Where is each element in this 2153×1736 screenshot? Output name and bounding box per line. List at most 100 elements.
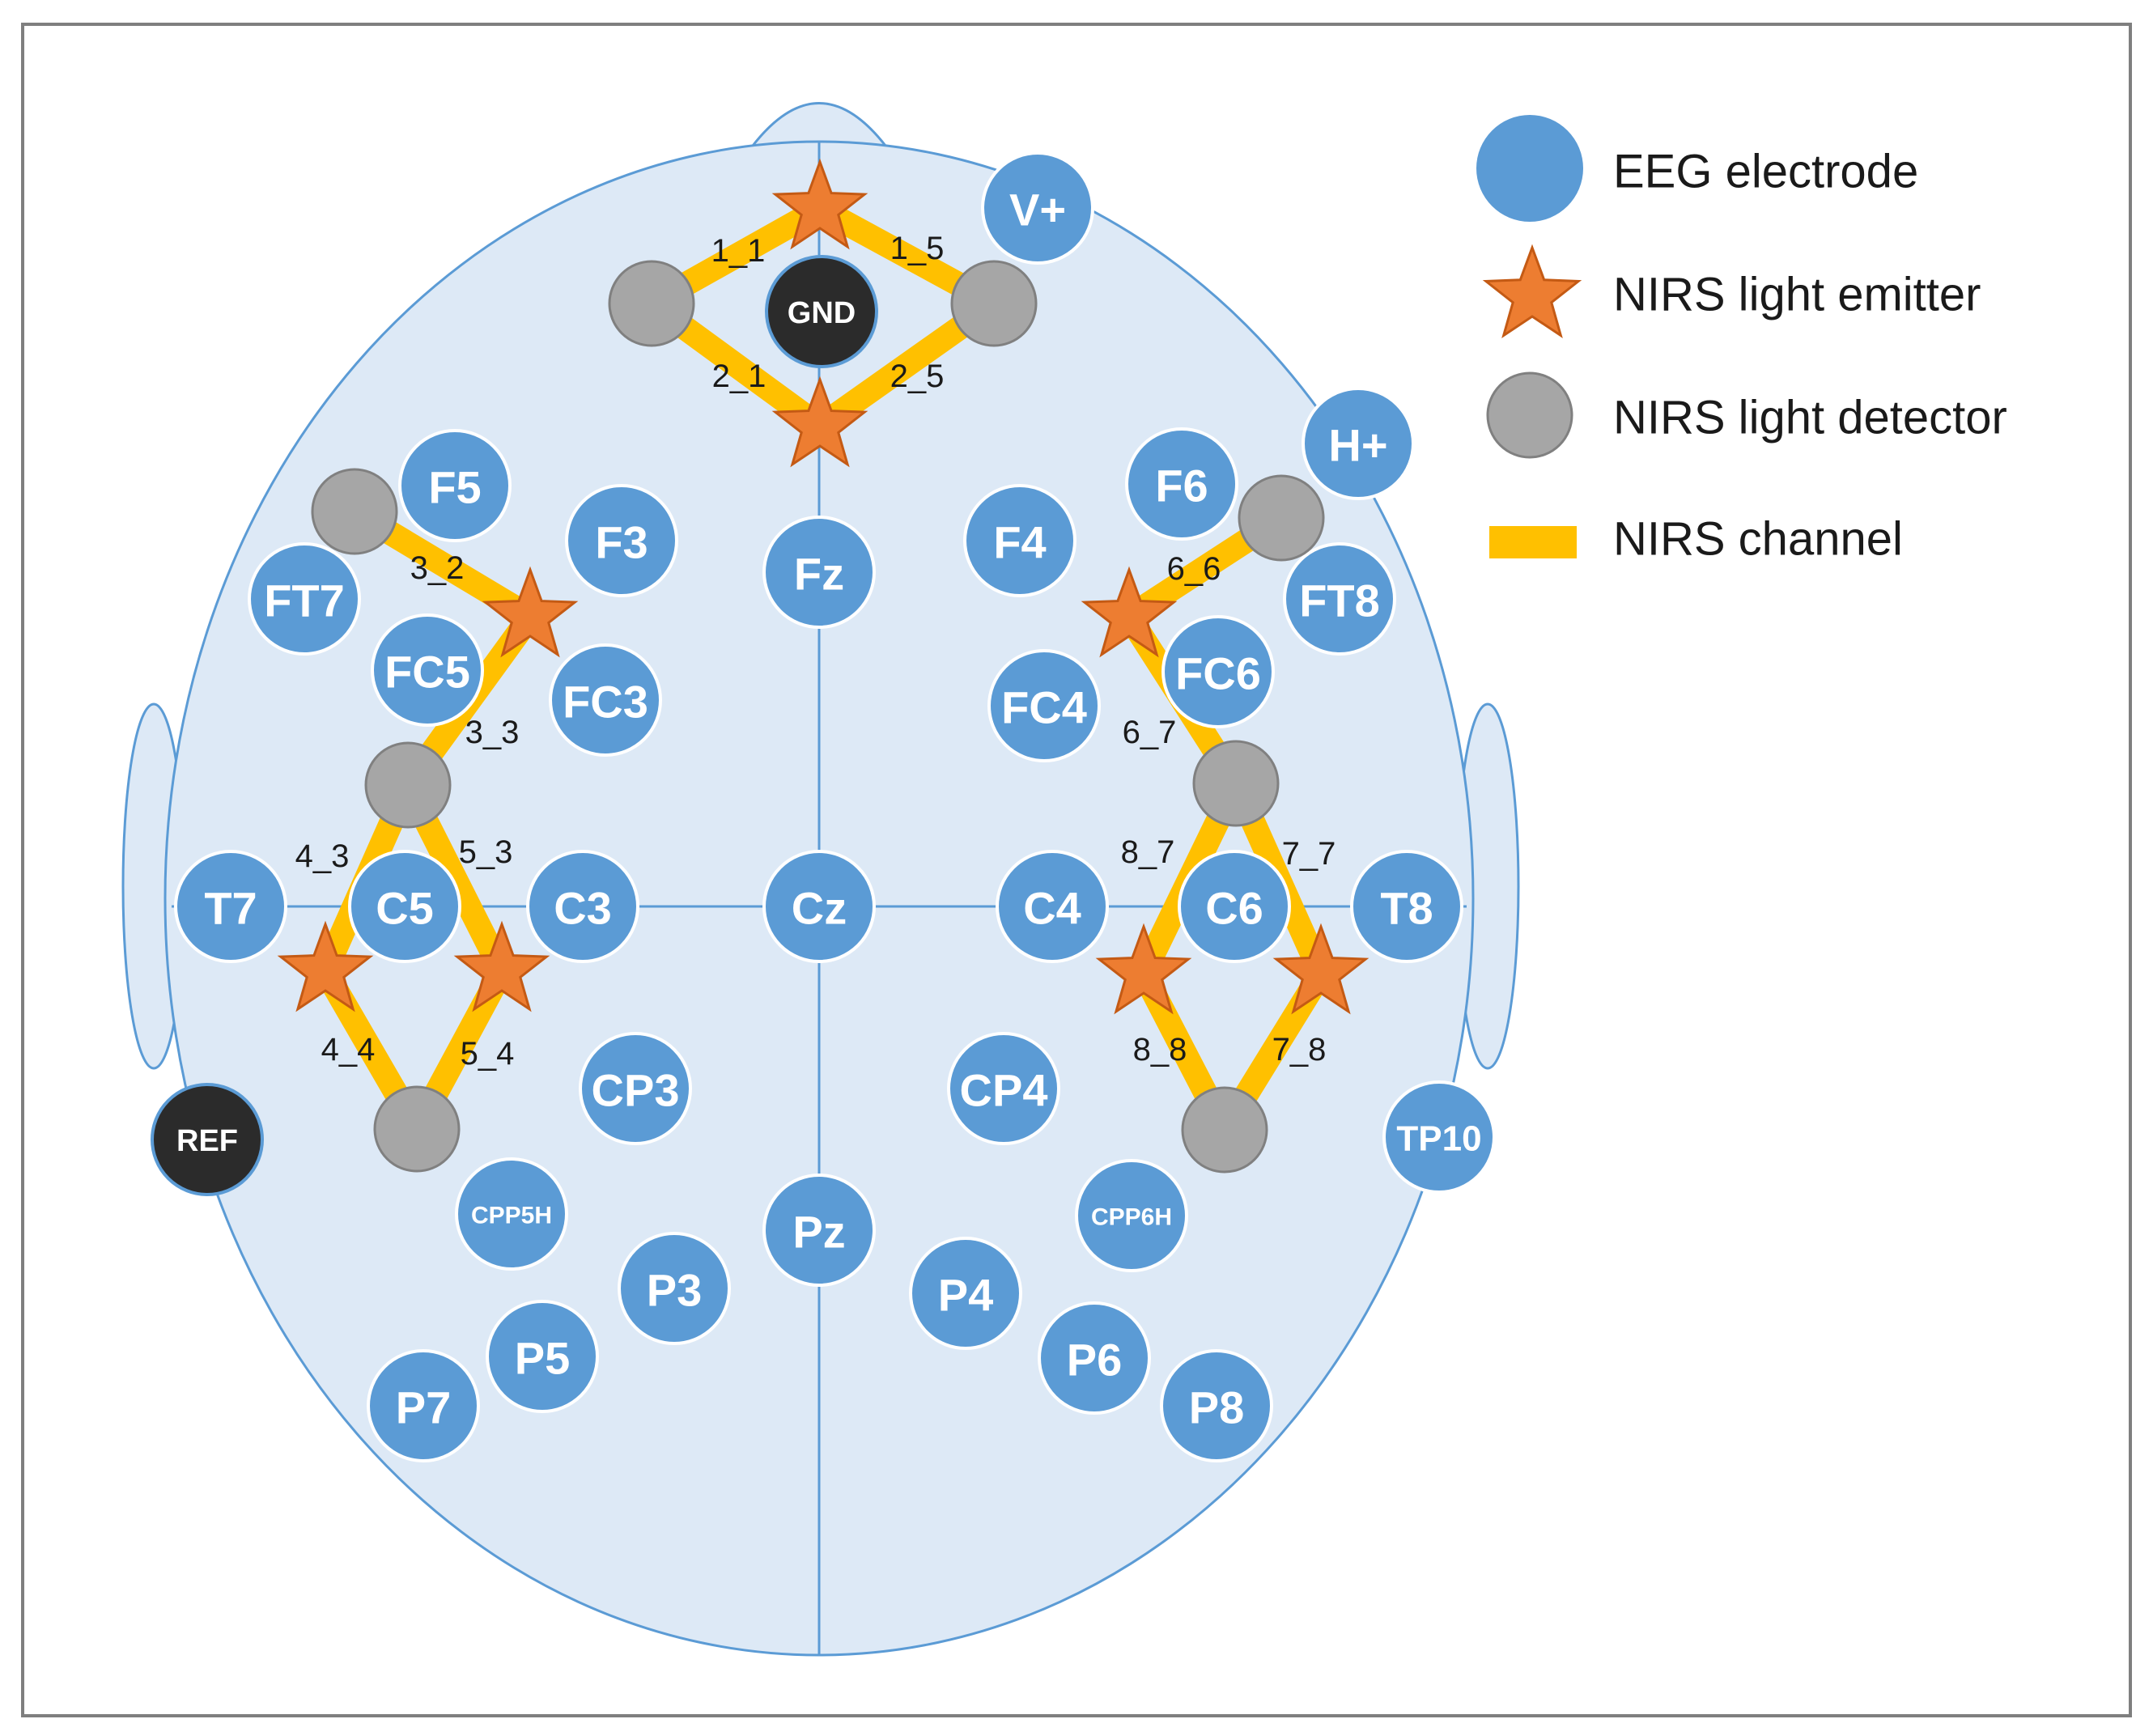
eeg-electrode-marker xyxy=(762,516,876,629)
nirs-emitter-e5 xyxy=(453,920,550,1012)
eeg-electrode-marker xyxy=(987,649,1101,762)
eeg-electrode-label: P3 xyxy=(647,1265,703,1316)
nirs-channel-label-8-7: 8_7 xyxy=(1121,834,1175,870)
eeg-electrode-marker xyxy=(1178,850,1291,963)
legend-nirs-emitter-marker xyxy=(1482,244,1582,338)
nirs-detector-d7 xyxy=(1192,740,1280,827)
eeg-electrode-marker xyxy=(1038,1301,1151,1415)
eeg-electrode-label: P5 xyxy=(515,1333,571,1384)
eeg-electrode-marker xyxy=(579,1032,692,1145)
eeg-electrode-p6: P6 xyxy=(1038,1301,1151,1415)
eeg-electrode-label: CP3 xyxy=(592,1065,680,1116)
eeg-electrode-label: C3 xyxy=(554,883,612,934)
nirs-channel-label-7-7: 7_7 xyxy=(1282,836,1336,872)
gnd-electrode-label: GND xyxy=(788,296,856,330)
nirs-channel-label-1-5: 1_5 xyxy=(890,231,945,266)
eeg-electrode-marker xyxy=(486,1300,599,1413)
nirs-emitter-e6 xyxy=(1081,566,1178,658)
nirs-emitter-e4 xyxy=(277,920,374,1012)
eeg-electrode-label: C5 xyxy=(376,883,434,934)
eeg-electrode-cpp5h: CPP5H xyxy=(455,1157,568,1271)
eeg-electrode-label: Cz xyxy=(792,883,847,934)
eeg-electrode-label: F3 xyxy=(595,517,648,568)
eeg-electrode-label: F6 xyxy=(1155,461,1208,511)
ref-electrode-marker xyxy=(151,1083,264,1196)
nirs-channel-label-7-8: 7_8 xyxy=(1272,1032,1327,1067)
eeg-electrode-c4: C4 xyxy=(996,850,1109,963)
eeg-electrode-t8: T8 xyxy=(1350,850,1463,963)
eeg-electrode-f5: F5 xyxy=(398,429,512,542)
eeg-electrode-f6: F6 xyxy=(1125,427,1238,541)
eeg-electrode-p4: P4 xyxy=(909,1237,1022,1350)
legend: EEG electrode NIRS light emitter NIRS li… xyxy=(1476,115,2007,566)
eeg-electrode-marker xyxy=(1075,1159,1188,1272)
eeg-electrode-marker xyxy=(947,1032,1060,1145)
eeg-electrode-marker xyxy=(981,151,1094,265)
eeg-electrode-marker xyxy=(762,850,876,963)
eeg-electrode-cpp6h: CPP6H xyxy=(1075,1159,1188,1272)
eeg-electrode-f3: F3 xyxy=(565,484,678,597)
eeg-electrode-p7: P7 xyxy=(367,1349,480,1462)
eeg-electrode-label: Fz xyxy=(794,549,844,600)
eeg-electrode-marker xyxy=(248,542,361,656)
eeg-electrode-label: F4 xyxy=(993,517,1046,568)
nirs-channel-label-3-3: 3_3 xyxy=(465,715,520,750)
eeg-electrode-c3: C3 xyxy=(526,850,639,963)
nirs-channel-label-4-3: 4_3 xyxy=(295,838,350,874)
eeg-electrode-marker xyxy=(526,850,639,963)
nirs-channel-label-3-2: 3_2 xyxy=(410,550,465,586)
eeg-electrode-t7: T7 xyxy=(174,850,287,963)
legend-eeg-electrode-label: EEG electrode xyxy=(1613,146,1918,198)
eeg-electrode-fc6: FC6 xyxy=(1161,615,1275,728)
eeg-electrode-p3: P3 xyxy=(618,1232,731,1345)
legend-nirs-channel-label: NIRS channel xyxy=(1613,513,1903,566)
eeg-electrode-c6: C6 xyxy=(1178,850,1291,963)
nirs-emitter-e8 xyxy=(1095,923,1192,1015)
eeg-electrode-marker xyxy=(1382,1080,1496,1194)
legend-nirs-detector-marker xyxy=(1486,371,1573,459)
eeg-electrode-cp4: CP4 xyxy=(947,1032,1060,1145)
legend-eeg-electrode-marker xyxy=(1476,115,1583,222)
eeg-electrode-v-: V+ xyxy=(981,151,1094,265)
eeg-electrode-label: P8 xyxy=(1189,1382,1245,1433)
eeg-electrode-label: P4 xyxy=(938,1270,994,1321)
eeg-electrode-label: CPP5H xyxy=(471,1203,552,1229)
eeg-electrode-label: CP4 xyxy=(960,1065,1048,1116)
eeg-electrode-marker xyxy=(618,1232,731,1345)
eeg-electrode-label: V+ xyxy=(1009,185,1066,236)
nirs-detector-d5 xyxy=(950,260,1038,347)
nirs-emitter-e2 xyxy=(771,376,868,468)
legend-nirs-detector-label: NIRS light detector xyxy=(1613,392,2007,444)
eeg-electrode-label: C6 xyxy=(1205,883,1263,934)
nirs-detector-d6 xyxy=(1238,474,1325,562)
eeg-electrode-label: CPP6H xyxy=(1091,1204,1172,1231)
eeg-electrode-marker xyxy=(174,850,287,963)
eeg-electrode-marker xyxy=(1125,427,1238,541)
eeg-electrode-label: P7 xyxy=(396,1382,452,1433)
eeg-electrode-fz: Fz xyxy=(762,516,876,629)
eeg-electrode-marker xyxy=(565,484,678,597)
eeg-electrode-marker xyxy=(963,484,1076,597)
eeg-electrode-c5: C5 xyxy=(348,850,461,963)
eeg-electrode-label: FT8 xyxy=(1299,575,1380,626)
nirs-detector-d2 xyxy=(311,468,398,555)
gnd-electrode-marker xyxy=(765,255,878,368)
eeg-electrode-label: P6 xyxy=(1067,1335,1123,1386)
eeg-electrode-marker xyxy=(549,643,662,757)
eeg-electrode-p8: P8 xyxy=(1160,1349,1273,1462)
eeg-electrode-marker xyxy=(398,429,512,542)
nirs-optode-layer xyxy=(277,158,1370,1174)
eeg-electrode-marker xyxy=(455,1157,568,1271)
nirs-channel-label-4-4: 4_4 xyxy=(321,1032,376,1067)
eeg-electrode-label: FC5 xyxy=(384,647,470,698)
eeg-electrode-pz: Pz xyxy=(762,1174,876,1287)
eeg-electrode-marker xyxy=(1161,615,1275,728)
eeg-electrode-h-: H+ xyxy=(1302,387,1415,500)
eeg-electrode-marker xyxy=(762,1174,876,1287)
ref-electrode-label: REF xyxy=(176,1124,238,1158)
eeg-electrode-label: TP10 xyxy=(1396,1119,1481,1159)
